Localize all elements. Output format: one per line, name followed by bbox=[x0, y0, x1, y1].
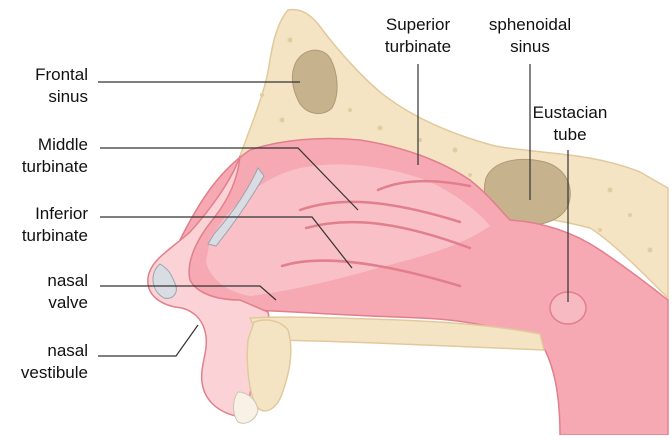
middle-turbinate-label: Middle turbinate bbox=[0, 134, 88, 178]
nasal-valve-label: nasal valve bbox=[0, 270, 88, 314]
eustacian-tube-label: Eustacian tube bbox=[520, 102, 620, 146]
superior-turbinate-label: Superior turbinate bbox=[368, 14, 468, 58]
nasal-vestibule-label: nasal vestibule bbox=[0, 340, 88, 384]
inferior-turbinate-label: Inferior turbinate bbox=[0, 203, 88, 247]
maxilla-tooth bbox=[247, 320, 291, 411]
nasal-vestibule-leader bbox=[98, 325, 198, 356]
frontal-sinus-label: Frontal sinus bbox=[0, 64, 88, 108]
sphenoidal-sinus-label: sphenoidal sinus bbox=[480, 14, 580, 58]
